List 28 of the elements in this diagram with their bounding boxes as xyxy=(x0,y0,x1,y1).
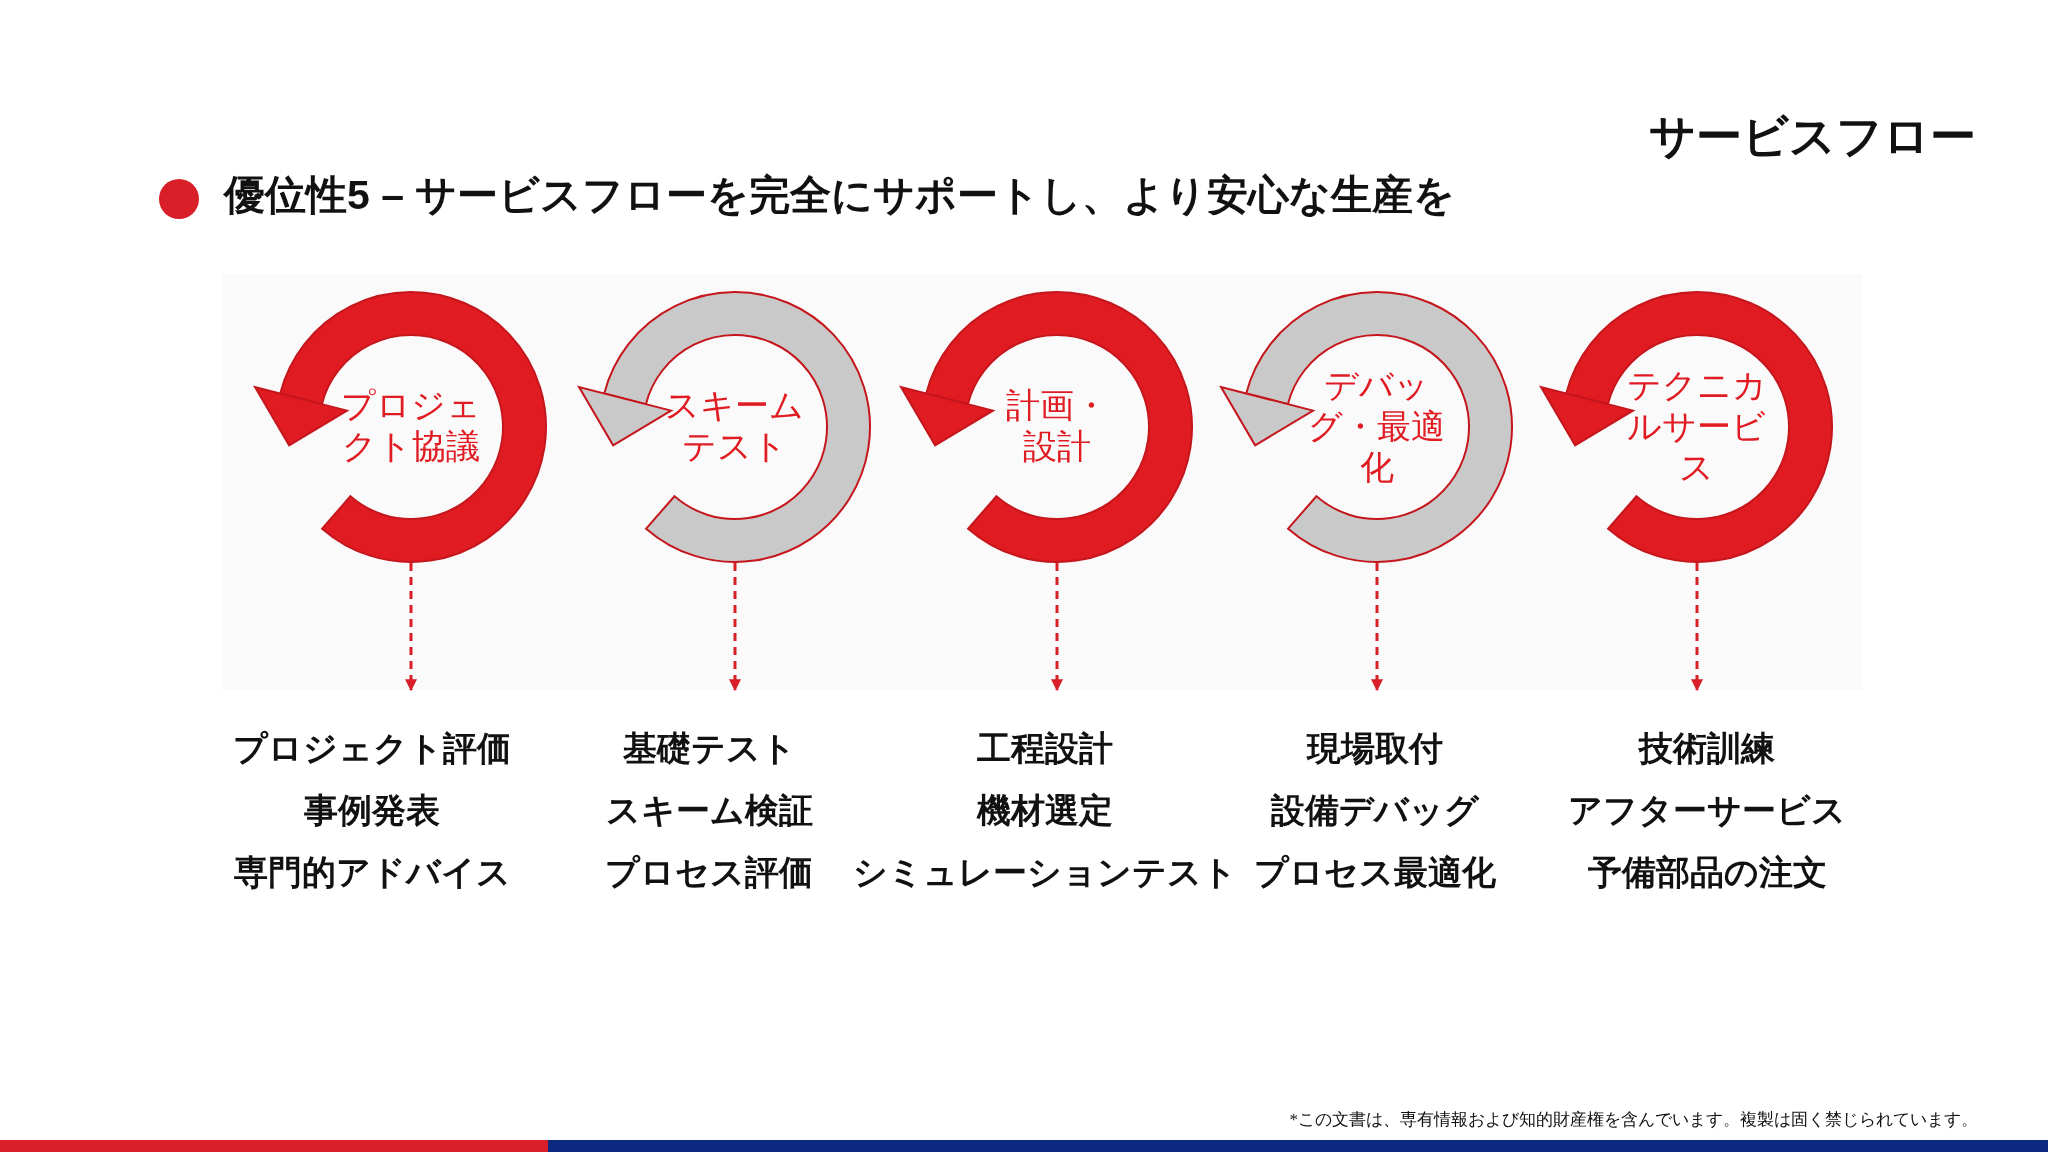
dashed-arrow xyxy=(1371,563,1383,692)
service-item: シミュレーションテスト xyxy=(852,852,1238,893)
step-label: プロジェクト協議 xyxy=(340,386,482,467)
page-title: サービスフロー xyxy=(1649,109,1976,164)
service-item: 事例発表 xyxy=(303,790,441,831)
section-heading: 優位性5 – サービスフローを完全にサポートし、より安心な生産を xyxy=(224,171,1456,220)
service-item: 予備部品の注文 xyxy=(1586,852,1828,893)
service-item: 現場取付 xyxy=(1305,728,1444,769)
service-item: 設備デバッグ xyxy=(1270,790,1481,831)
service-item: 技術訓練 xyxy=(1637,728,1776,769)
dashed-arrow xyxy=(1691,563,1703,692)
step-label: テクニカルサービス xyxy=(1626,365,1768,488)
step-label: 計画・設計 xyxy=(1005,386,1109,467)
service-item: スキーム検証 xyxy=(604,790,814,831)
service-item: 機材選定 xyxy=(975,790,1114,831)
dashed-arrow xyxy=(1051,563,1063,692)
service-item: プロセス最適化 xyxy=(1253,852,1497,893)
service-item: プロジェクト評価 xyxy=(232,728,512,769)
service-item: 専門的アドバイス xyxy=(232,852,512,893)
service-item: 基礎テスト xyxy=(621,728,797,769)
service-item: 工程設計 xyxy=(976,728,1114,769)
dashed-arrow xyxy=(729,563,741,692)
step-label: スキームテスト xyxy=(664,386,806,467)
footnote: *この文書は、専有情報および知的財産権を含んでいます。複製は固く禁じられています。 xyxy=(1289,1109,1978,1131)
step-label: デバッグ・最適化 xyxy=(1307,365,1447,488)
service-item: プロセス評価 xyxy=(604,852,814,893)
service-item: アフターサービス xyxy=(1567,790,1847,831)
dashed-arrow xyxy=(405,563,417,692)
